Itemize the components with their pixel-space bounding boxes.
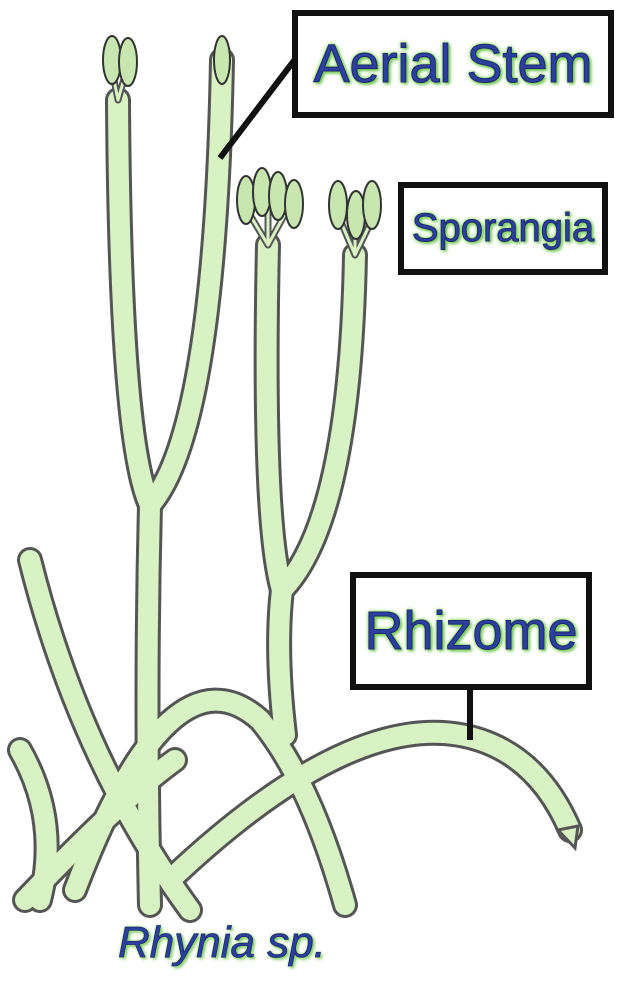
sporangium [214, 36, 230, 84]
sporangia-label-box: Sporangia [398, 182, 608, 275]
sporangium [347, 191, 365, 239]
sporangium [285, 180, 303, 228]
sporangium [269, 172, 287, 220]
rhizome-label-box: Rhizome [350, 572, 592, 690]
sporangium [329, 181, 347, 229]
species-caption: Rhynia sp. [118, 918, 358, 968]
aerial-stem-label-box: Aerial Stem [292, 10, 614, 118]
sporangium [237, 176, 255, 224]
sporangium [119, 38, 137, 86]
aerial-stem-label: Aerial Stem [313, 33, 592, 95]
rhizome-label: Rhizome [364, 600, 577, 662]
sporangium [363, 181, 381, 229]
sporangia-label: Sporangia [412, 206, 594, 251]
